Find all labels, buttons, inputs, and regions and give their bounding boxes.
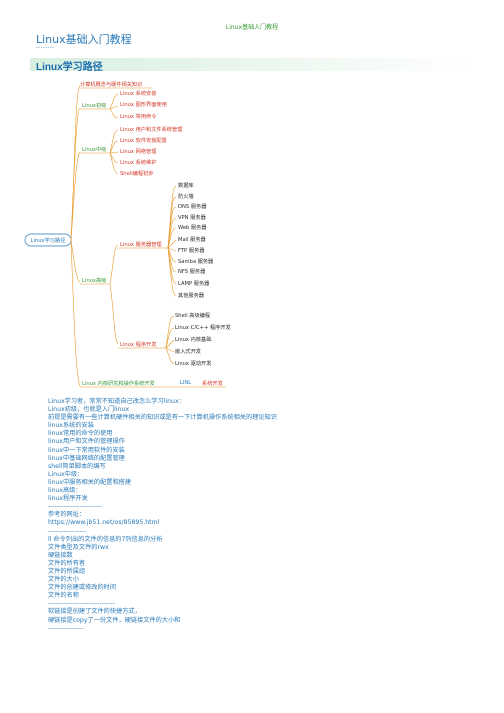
section-bar xyxy=(30,58,474,71)
text-line: linux常用的命令的使用 xyxy=(48,430,113,438)
text-line: ---------------- xyxy=(48,624,84,632)
mindmap-top-node: 计算机概念与硬件相关知识 xyxy=(80,80,142,88)
mindmap-server-item: VPN 服务器 xyxy=(178,213,207,221)
mindmap-kernel-item: 系统开发 xyxy=(202,379,223,387)
mindmap-server-item: Samba 服务器 xyxy=(178,257,214,265)
text-line: linux高级： xyxy=(48,487,82,495)
section-title: Linux学习路径 xyxy=(36,62,103,73)
text-line: ----------------- xyxy=(48,527,86,535)
text-line: ------------------------------ xyxy=(48,600,115,608)
text-line: 前提是需要有一些计算机硬件相关的知识或是有一下计算机操作系统相关的理论知识 xyxy=(48,414,277,422)
mindmap-intermediate-item: Linux 系统维护 xyxy=(120,158,156,166)
text-line: Linux初级，也就是入门linux xyxy=(48,406,130,414)
mindmap-beginner-item: Linux 图形界面使用 xyxy=(120,100,167,108)
mindmap: Linux学习路径 计算机概念与硬件相关知识 Linux初级 Linux 系统安… xyxy=(24,80,231,388)
mindmap-server-item: 数据库 xyxy=(178,181,194,189)
mindmap-dev-item: 嵌入式开发 xyxy=(175,347,201,355)
text-line: ll 命令列出的文件的信息的7列信息的分析 xyxy=(48,535,163,543)
text-line: linux程序开发 xyxy=(48,495,88,503)
text-line: 文件的大小 xyxy=(48,576,79,584)
mindmap-server: Linux 服务器管理 xyxy=(120,240,162,248)
mindmap-beginner-item: Linux 系统安装 xyxy=(120,89,156,97)
mindmap-dev-item: Linux 内核基础 xyxy=(175,335,211,343)
mindmap-dev-item: Shell 高级编程 xyxy=(175,311,210,319)
text-line: Linux学习者，常常不知道自己改怎么学习linux： xyxy=(48,398,185,405)
mindmap-root-label: Linux学习路径 xyxy=(31,236,66,244)
text-line: 文件的所有者 xyxy=(48,559,86,567)
text-line: 文件的所属组 xyxy=(48,567,86,575)
text-line: 文件的创建或修改的时间 xyxy=(48,584,117,592)
mindmap-server-item: Mail 服务器 xyxy=(178,235,207,243)
page-title: Linux基础入门教程 xyxy=(36,33,132,46)
text-line: 参考的网址： xyxy=(48,511,86,519)
text-line: 文件的名称 xyxy=(48,592,79,600)
text-line: linux中基础网络的配置管理 xyxy=(48,454,125,462)
mindmap-server-item: 其他服务器 xyxy=(178,291,205,299)
title-separator: -------- xyxy=(36,45,55,51)
mindmap-advanced: Linux高级 xyxy=(82,276,106,284)
text-line: 硬链接是copy了一份文件，硬链接文件的大小和 xyxy=(48,616,181,624)
mindmap-kernel-mid: LINL xyxy=(180,380,191,386)
mindmap-server-item: 防火墙 xyxy=(178,192,194,200)
mindmap-root: Linux学习路径 xyxy=(24,233,72,247)
mindmap-dev-item: Linux C/C++ 程序开发 xyxy=(175,323,231,331)
text-line: ------------------------ xyxy=(48,503,102,511)
mindmap-server-item: FTP 服务器 xyxy=(178,246,205,254)
mindmap-intermediate-item: Linux 网络管理 xyxy=(120,147,157,155)
mindmap-dev: Linux 程序开发 xyxy=(120,340,156,348)
mindmap-intermediate: Linux中级 xyxy=(82,145,106,153)
page-header: Linux基础入门教程 xyxy=(225,24,279,31)
body-text: Linux学习者，常常不知道自己改怎么学习linux： Linux初级，也就是入… xyxy=(48,398,488,633)
text-line: linux用户和文件的管理操作 xyxy=(48,438,125,446)
mindmap-beginner-item: Linux 常用命令 xyxy=(120,112,157,120)
mindmap-server-item: Web 服务器 xyxy=(178,223,207,231)
reference-link[interactable]: https://www.jb51.net/os/85895.html xyxy=(48,519,160,527)
mindmap-beginner: Linux初级 xyxy=(82,101,106,109)
mindmap-intermediate-item: Linux 用户和文件系统管理 xyxy=(120,125,183,133)
text-line: linux系统的安装 xyxy=(48,422,94,430)
text-line: 硬链接数 xyxy=(48,551,73,559)
mindmap-intermediate-item: Linux 软件安装配置 xyxy=(120,136,167,144)
mindmap-intermediate-item: Shell编程初步 xyxy=(120,169,153,177)
text-line: Linux中级： xyxy=(48,470,84,478)
text-line: linux中一下常用软件的安装 xyxy=(48,446,125,454)
text-line: shell简单脚本的编写 xyxy=(48,462,106,470)
text-line: 文件类型及文件的rwx xyxy=(48,543,109,551)
mindmap-server-item: NFS 服务器 xyxy=(178,267,206,275)
text-line: 软链接是创建了文件的快捷方式， xyxy=(48,608,141,616)
mindmap-server-item: DNS 服务器 xyxy=(178,202,207,210)
mindmap-server-item: LAMP 服务器 xyxy=(178,279,210,287)
mindmap-kernel: Linux 内核研究和操作系统开发 xyxy=(82,379,155,387)
text-line: linux中服务相关的配置和搭建 xyxy=(48,478,132,486)
mindmap-dev-item: Linux 驱动开发 xyxy=(175,359,211,367)
